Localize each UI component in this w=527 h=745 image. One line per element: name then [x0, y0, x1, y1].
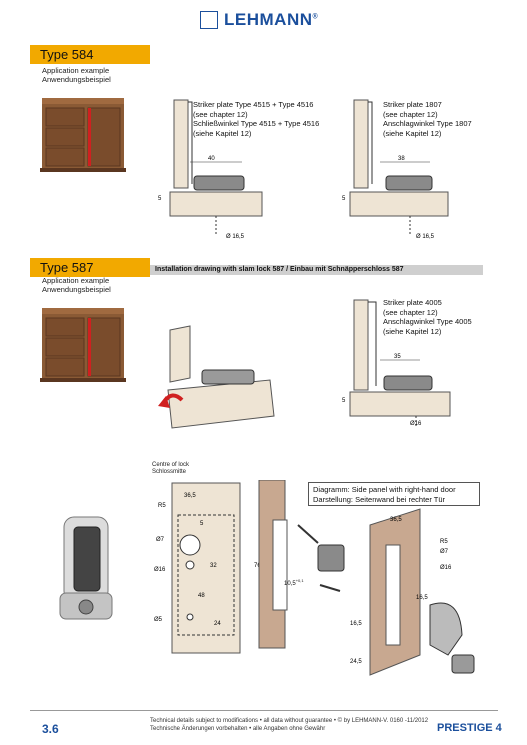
striker-note-587: Striker plate 4005(see chapter 12)Anschl… — [383, 298, 472, 336]
svg-text:32: 32 — [210, 563, 217, 569]
svg-text:35: 35 — [394, 354, 401, 360]
svg-text:Ø16: Ø16 — [440, 565, 452, 571]
footer-disclaimer: Technical details subject to modificatio… — [150, 718, 429, 732]
svg-text:5: 5 — [342, 196, 346, 202]
svg-text:R5: R5 — [440, 539, 448, 545]
svg-text:40: 40 — [208, 156, 215, 162]
striker-note-left: Striker plate Type 4515 + Type 4516(see … — [193, 100, 320, 138]
type-587-title: Type 587 — [40, 260, 94, 275]
svg-text:Ø 16,5: Ø 16,5 — [226, 234, 245, 240]
product-line: PRESTIGE 4 — [437, 722, 502, 734]
svg-text:5: 5 — [342, 398, 346, 404]
svg-text:5: 5 — [158, 196, 162, 202]
dim-10-5: 10,5+0,1 — [284, 578, 304, 587]
svg-text:R5: R5 — [158, 503, 166, 509]
brand-logo: LEHMANN® — [200, 10, 330, 32]
side-panel-section — [258, 480, 288, 649]
lehmann-logo-icon — [200, 11, 218, 29]
page-number: 3.6 — [42, 722, 59, 736]
svg-text:48: 48 — [198, 593, 205, 599]
svg-text:38: 38 — [398, 156, 405, 162]
striker-note-right: Striker plate 1807(see chapter 12)Anschl… — [383, 100, 472, 138]
cabinet-587-image — [40, 308, 126, 382]
lock-drawing-left: 40 5 Ø 16,5 — [158, 99, 263, 240]
type-587-bar — [30, 258, 150, 277]
svg-text:36,5: 36,5 — [390, 517, 402, 523]
svg-text:Ø7: Ø7 — [440, 549, 449, 555]
svg-text:Ø16: Ø16 — [410, 421, 422, 427]
svg-text:24: 24 — [214, 621, 221, 627]
cabinet-584-image — [40, 98, 126, 172]
installation-3d-drawing — [158, 325, 275, 429]
exploded-assembly-drawing: 36,5 R5 Ø7 Ø16 16,5 16,5 24,5 — [297, 508, 475, 676]
lock-drawing-587: 35 5 Ø16 — [342, 299, 451, 428]
svg-text:Ø 16,5: Ø 16,5 — [416, 234, 435, 240]
svg-text:Ø5: Ø5 — [154, 617, 163, 623]
drilling-template-drawing: 36,5 R5 5 Ø7 Ø16 32 76,5 48 Ø5 24 — [154, 482, 266, 654]
installation-label-bar: Installation drawing with slam lock 587 … — [150, 265, 483, 275]
slam-lock-photo — [59, 516, 113, 620]
footer-divider — [30, 710, 498, 711]
svg-text:Ø7: Ø7 — [156, 537, 165, 543]
brand-name: LEHMANN® — [224, 10, 319, 29]
svg-text:16,5: 16,5 — [350, 621, 362, 627]
svg-text:16,5: 16,5 — [416, 595, 428, 601]
svg-text:5: 5 — [200, 521, 204, 527]
svg-text:36,5: 36,5 — [184, 493, 196, 499]
lock-drawing-right: 38 5 Ø 16,5 — [342, 99, 449, 240]
svg-text:24,5: 24,5 — [350, 659, 362, 665]
type-584-title: Type 584 — [40, 47, 94, 62]
svg-text:Ø16: Ø16 — [154, 567, 166, 573]
type-584-bar — [30, 45, 150, 64]
diagram-note-box: Diagramm: Side panel with right-hand doo… — [308, 482, 480, 506]
